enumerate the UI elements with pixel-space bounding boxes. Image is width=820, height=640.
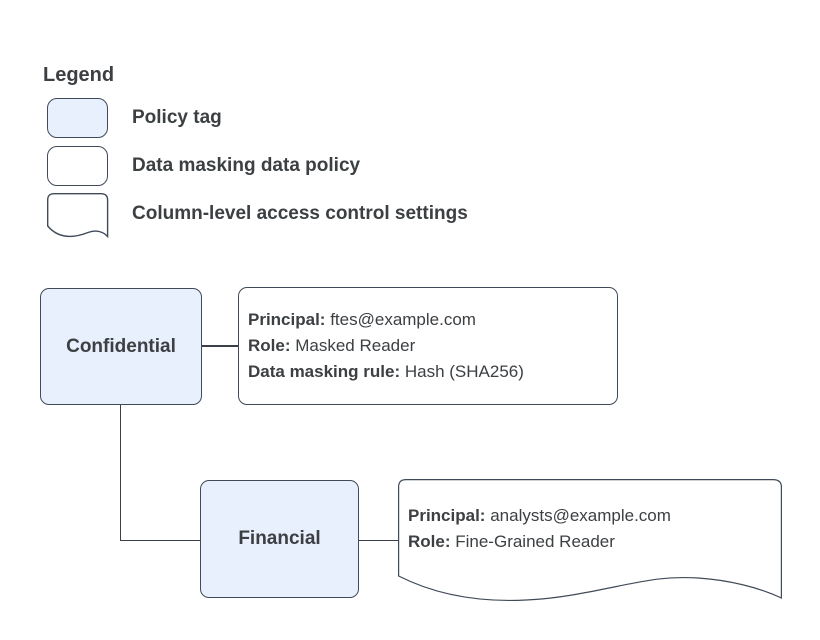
legend-label-data-masking-policy: Data masking data policy xyxy=(132,155,361,176)
field-label: Data masking rule: xyxy=(248,362,401,381)
policy-tag-financial-label: Financial xyxy=(238,528,321,549)
connector-confidential-to-financial-horizontal xyxy=(119,539,201,541)
connector-financial-to-access-settings xyxy=(358,539,398,541)
connector-confidential-to-financial-vertical xyxy=(119,405,121,541)
policy-tag-confidential: Confidential xyxy=(40,288,202,405)
column-access-settings-card-shape xyxy=(398,479,782,602)
field-value: analysts@example.com xyxy=(490,506,671,525)
legend-title: Legend xyxy=(43,64,115,86)
data-masking-policy-swatch xyxy=(47,146,108,186)
column-level-access-swatch xyxy=(47,193,109,239)
policy-field-role: Role: Masked Reader xyxy=(248,333,609,359)
connector-confidential-to-masking-policy xyxy=(201,345,238,347)
field-label: Role: xyxy=(248,336,291,355)
policy-field-principal: Principal: ftes@example.com xyxy=(248,307,609,333)
field-value: Masked Reader xyxy=(295,336,416,355)
policy-tag-financial: Financial xyxy=(200,480,359,598)
policy-field-masking-rule: Data masking rule: Hash (SHA256) xyxy=(248,359,609,385)
field-value: Fine-Grained Reader xyxy=(455,532,615,551)
field-label: Principal: xyxy=(248,310,326,329)
field-value: Hash (SHA256) xyxy=(404,362,524,381)
field-label: Principal: xyxy=(408,506,486,525)
legend-label-policy-tag: Policy tag xyxy=(132,107,222,128)
policy-tag-confidential-label: Confidential xyxy=(66,335,176,357)
column-access-settings-card-text: Principal: analysts@example.com Role: Fi… xyxy=(408,503,671,555)
policy-tag-swatch xyxy=(47,98,108,138)
policy-field-role: Role: Fine-Grained Reader xyxy=(408,529,671,555)
policy-field-principal: Principal: analysts@example.com xyxy=(408,503,671,529)
field-value: ftes@example.com xyxy=(330,310,476,329)
legend-label-column-level-access: Column-level access control settings xyxy=(132,203,468,224)
data-masking-policy-card: Principal: ftes@example.com Role: Masked… xyxy=(238,287,618,405)
field-label: Role: xyxy=(408,532,451,551)
